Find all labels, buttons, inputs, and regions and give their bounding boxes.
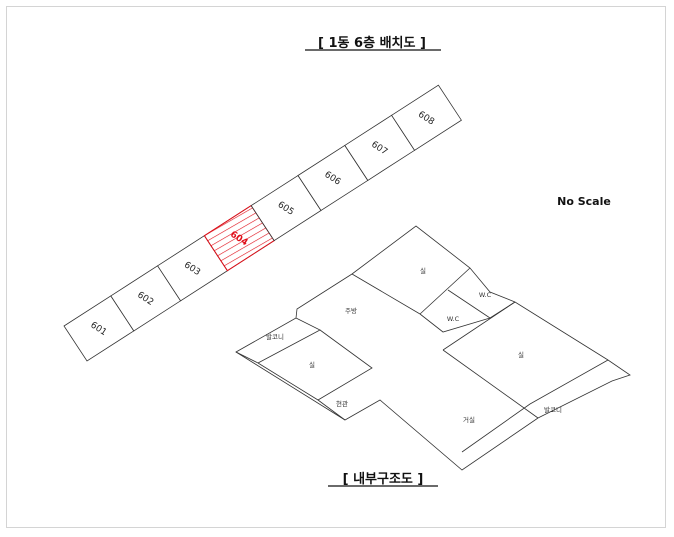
interior-plan: 실 W.C W.C 주방 발코니 실 현관 실 거실 발코니	[235, 225, 631, 471]
wc-label-1: W.C	[479, 291, 492, 299]
wall-room-left	[257, 329, 373, 401]
balcony-left-label: 발코니	[266, 332, 284, 341]
interior-layout-title: [ 내부구조도 ]	[343, 471, 424, 487]
balcony-right-label: 발코니	[544, 405, 562, 414]
room-top-label: 실	[420, 266, 426, 275]
scale-note: No Scale	[557, 195, 611, 208]
floor-layout-title: [ 1동 6층 배치도 ]	[318, 35, 426, 51]
wall-top-room	[351, 273, 421, 315]
wall-wc-vert	[419, 313, 491, 333]
interior-outline	[235, 225, 631, 471]
unit-cell-608	[391, 84, 462, 151]
wall-living	[442, 301, 516, 351]
document-frame	[6, 6, 666, 528]
kitchen-label: 주방	[345, 306, 357, 315]
entrance-label: 현관	[336, 399, 348, 408]
wall-wc-block	[419, 267, 471, 315]
wall-balcony-left	[235, 351, 259, 364]
wc-label-2: W.C	[447, 315, 460, 323]
room-right-label: 실	[518, 350, 524, 359]
wall-living-bottom	[442, 349, 539, 419]
living-label: 거실	[463, 415, 475, 424]
wall-balcony-right	[461, 359, 609, 453]
wall-entrance	[317, 399, 346, 421]
room-left-label: 실	[309, 360, 315, 369]
